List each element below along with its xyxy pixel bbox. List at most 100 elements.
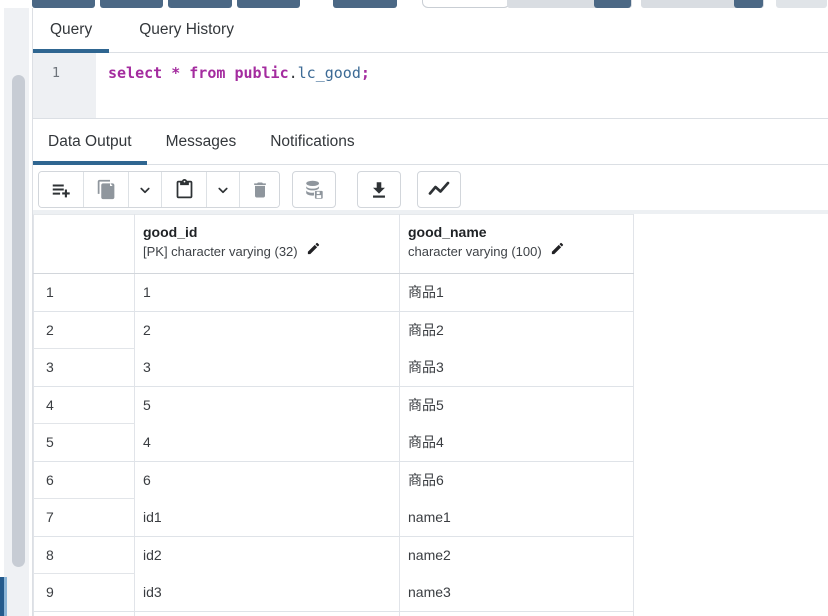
vertical-scrollbar-thumb[interactable] [12, 75, 25, 567]
query-tabbar: Query Query History [33, 8, 828, 53]
left-panel-rail [0, 8, 33, 616]
row-number-cell[interactable]: 3 [33, 348, 135, 387]
clipboard-icon [176, 179, 192, 199]
download-icon [373, 181, 385, 198]
data-cell[interactable]: 商品6 [399, 461, 634, 499]
data-cell[interactable]: id1 [134, 498, 400, 537]
row-number-cell[interactable]: 2 [33, 311, 135, 349]
panel-edge-dark [0, 577, 4, 616]
row-number-cell[interactable]: 4 [33, 386, 135, 424]
tab-query[interactable]: Query [33, 8, 110, 53]
results-toolbar [33, 166, 828, 210]
clipped-toolbar-button[interactable] [641, 0, 764, 8]
data-cell[interactable]: 商品5 [399, 386, 634, 424]
clipped-toolbar-button[interactable] [237, 0, 300, 8]
row-number-cell[interactable]: 5 [33, 423, 135, 462]
data-cell[interactable]: 3 [134, 348, 400, 387]
row-number-cell[interactable]: 9 [33, 573, 135, 612]
data-cell[interactable]: name3 [399, 573, 634, 612]
panel-edge-light [4, 577, 7, 616]
data-cell[interactable]: 商品3 [399, 348, 634, 387]
data-cell[interactable]: name1 [399, 498, 634, 537]
vertical-scrollbar-track[interactable] [4, 8, 29, 616]
data-cell[interactable]: 1 [134, 273, 400, 312]
column-header-good-id[interactable]: good_id [PK] character varying (32) [134, 214, 400, 274]
trash-icon [253, 182, 266, 197]
clipped-limit-dropdown[interactable] [422, 0, 510, 8]
results-table: good_id [PK] character varying (32) good… [33, 214, 634, 616]
clipped-toolbar-button[interactable] [594, 0, 631, 8]
copy-button[interactable] [84, 172, 129, 207]
data-cell[interactable]: 商品4 [399, 423, 634, 462]
save-data-changes-button[interactable] [292, 171, 336, 208]
data-cell[interactable]: id2 [134, 536, 400, 574]
header-row: good_id [PK] character varying (32) good… [33, 214, 634, 274]
chevron-down-icon [140, 187, 150, 193]
paste-button[interactable] [162, 172, 207, 207]
clipped-toolbar-button[interactable] [333, 0, 397, 8]
tab-messages-label: Messages [165, 132, 237, 150]
data-cell[interactable]: 商品1 [399, 273, 634, 312]
column-title: good_id [143, 224, 198, 240]
edit-column-icon[interactable] [550, 241, 565, 256]
row-number-header[interactable] [33, 214, 135, 274]
data-cell[interactable]: 4 [134, 423, 400, 462]
data-cell[interactable]: 商品2 [399, 311, 634, 349]
copy-options-button[interactable] [129, 172, 162, 207]
clipped-toolbar-button[interactable] [734, 0, 763, 8]
output-tabbar: Data Output Messages Notifications [33, 119, 828, 165]
save-results-to-file-button[interactable] [357, 171, 401, 208]
clipped-toolbar-button[interactable] [507, 0, 632, 8]
tab-data-output[interactable]: Data Output [33, 119, 147, 165]
database-save-icon [306, 180, 323, 199]
graph-visualiser-button[interactable] [417, 171, 461, 208]
tab-messages[interactable]: Messages [151, 119, 252, 164]
paste-options-button[interactable] [207, 172, 240, 207]
tab-query-history-label: Query History [139, 21, 234, 38]
row-number-cell[interactable]: 8 [33, 536, 135, 574]
row-number-cell[interactable]: 7 [33, 498, 135, 537]
tab-notifications[interactable]: Notifications [255, 119, 369, 164]
active-tab-underline [33, 49, 110, 53]
clipped-toolbar-button[interactable] [100, 0, 163, 8]
clipped-row [33, 611, 634, 616]
clipped-toolbar-button[interactable] [32, 0, 95, 8]
line-chart-icon [428, 181, 450, 195]
copy-icon [97, 179, 114, 200]
edit-column-icon[interactable] [306, 241, 321, 256]
data-cell[interactable]: 5 [134, 386, 400, 424]
clipped-toolbar-button[interactable] [776, 0, 827, 8]
data-cell[interactable]: 2 [134, 311, 400, 349]
tab-query-history[interactable]: Query History [122, 8, 251, 52]
column-header-good-name[interactable]: good_name character varying (100) [399, 214, 634, 274]
column-type: [PK] character varying (32) [143, 244, 298, 259]
sql-code-line[interactable]: select * from public.lc_good; [108, 64, 370, 82]
add-row-button[interactable] [39, 172, 84, 207]
column-type: character varying (100) [408, 244, 542, 259]
row-number-cell[interactable]: 6 [33, 461, 135, 499]
toolbar-grid-divider [33, 210, 828, 214]
edit-button-group [38, 171, 280, 208]
data-cell[interactable]: name2 [399, 536, 634, 574]
column-title: good_name [408, 224, 487, 240]
playlist-add-icon [52, 184, 70, 197]
delete-row-button[interactable] [240, 172, 279, 207]
active-tab-underline [33, 161, 147, 165]
chevron-down-icon [218, 187, 228, 193]
row-number-cell[interactable]: 1 [33, 273, 135, 312]
clipped-toolbar-button[interactable] [168, 0, 232, 8]
data-cell[interactable]: id3 [134, 573, 400, 612]
data-cell[interactable]: 6 [134, 461, 400, 499]
sql-editor[interactable]: 1 select * from public.lc_good; [33, 53, 828, 119]
tab-query-label: Query [50, 21, 93, 38]
data-output-grid: good_id [PK] character varying (32) good… [33, 214, 634, 616]
